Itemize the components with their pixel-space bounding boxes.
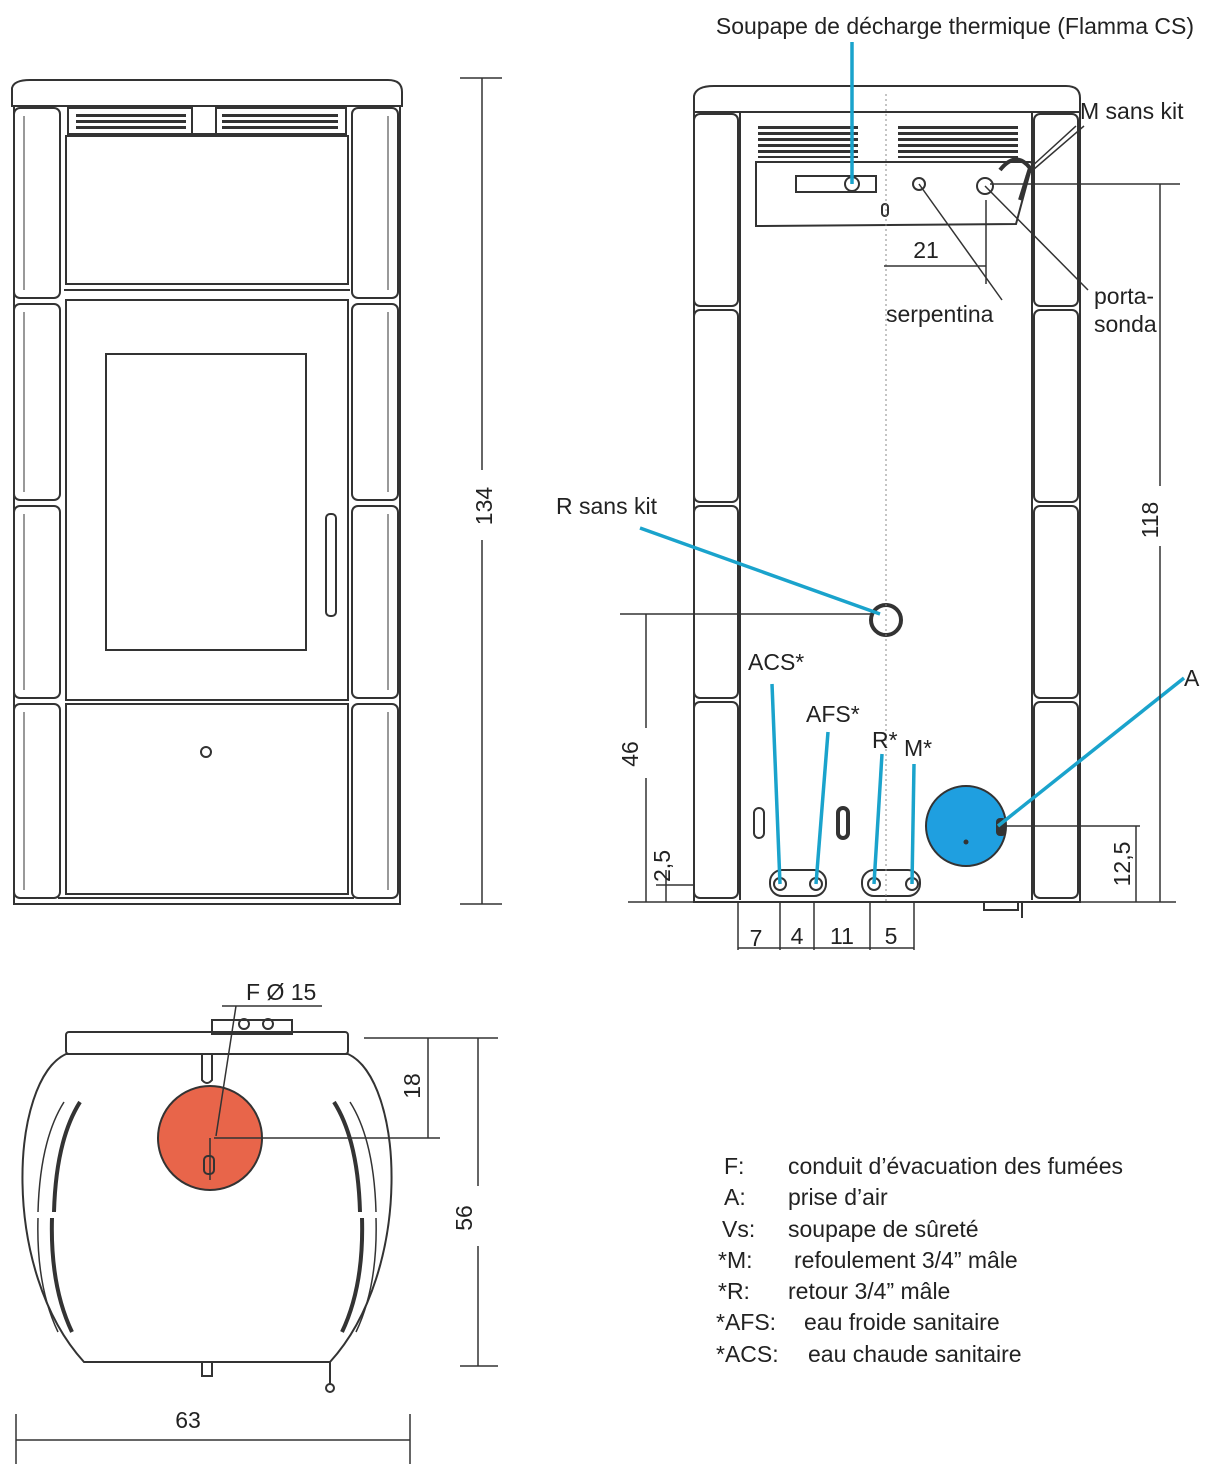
dim-5: 5 <box>885 923 898 949</box>
legend-key: F: <box>724 1153 745 1179</box>
legend-key: *M: <box>718 1246 753 1273</box>
top-dimensions <box>15 1005 498 1464</box>
label-porta: porta- <box>1094 283 1154 309</box>
rear-top-cap <box>693 85 1081 113</box>
serpentina-port <box>912 177 926 191</box>
legend-text: retour 3/4” mâle <box>788 1278 951 1305</box>
rear-connection-box <box>755 161 1033 228</box>
dim-56: 56 <box>451 1205 477 1231</box>
label-afs: AFS* <box>806 701 860 727</box>
label-soupape: Soupape de décharge thermique (Flamma CS… <box>716 13 1194 39</box>
label-acs: ACS* <box>748 649 804 675</box>
legend-text: eau chaude sanitaire <box>808 1340 1022 1367</box>
porta-sonda-port <box>976 177 994 195</box>
label-serpentina: serpentina <box>886 301 994 327</box>
dim-21: 21 <box>913 237 939 263</box>
dim-7: 7 <box>750 925 763 951</box>
air-intake <box>925 785 1007 867</box>
door-handle <box>325 513 337 617</box>
drawer-knob <box>200 746 212 758</box>
dim-11: 11 <box>830 923 854 949</box>
dim-134: 134 <box>471 487 497 526</box>
front-top-cap <box>11 79 403 107</box>
legend-text: eau froide sanitaire <box>804 1309 1000 1336</box>
front-body <box>13 105 401 905</box>
legend-key: *AFS: <box>716 1309 777 1336</box>
label-r-sans-kit: R sans kit <box>556 493 658 519</box>
dim-2-5: 2,5 <box>649 850 675 882</box>
legend-key: *R: <box>718 1278 750 1305</box>
legend-text: refoulement 3/4” mâle <box>794 1246 1018 1273</box>
front-view <box>11 79 403 905</box>
dim-63: 63 <box>175 1407 201 1433</box>
dim-4: 4 <box>791 923 804 949</box>
legend-key: *ACS: <box>716 1340 779 1367</box>
top-view <box>21 1018 393 1393</box>
legend-text: prise d’air <box>788 1184 888 1211</box>
top-view-plate <box>65 1031 349 1055</box>
leader-lines <box>918 125 1089 301</box>
legend-text: conduit d’évacuation des fumées <box>788 1153 1123 1179</box>
front-drawer <box>65 703 349 895</box>
legend-key: Vs: <box>722 1215 756 1242</box>
legend-key: A: <box>724 1184 746 1211</box>
callout-lines <box>639 42 1186 885</box>
legend-text: soupape de sûreté <box>788 1215 979 1242</box>
label-f-diameter: F Ø 15 <box>246 979 316 1005</box>
label-r-star: R* <box>872 727 898 753</box>
dim-118: 118 <box>1137 502 1163 539</box>
front-door <box>65 299 349 701</box>
dim-18: 18 <box>399 1073 425 1099</box>
label-a: A <box>1184 665 1200 691</box>
front-upper-panel <box>65 135 349 285</box>
dim-46: 46 <box>617 741 643 767</box>
label-m-star: M* <box>904 735 932 761</box>
rear-body <box>693 111 1081 903</box>
front-glass <box>105 353 307 651</box>
rear-view <box>693 85 1081 918</box>
label-sonda: sonda <box>1094 311 1157 337</box>
dim-12-5: 12,5 <box>1109 842 1135 887</box>
label-m-sans-kit: M sans kit <box>1080 98 1184 124</box>
